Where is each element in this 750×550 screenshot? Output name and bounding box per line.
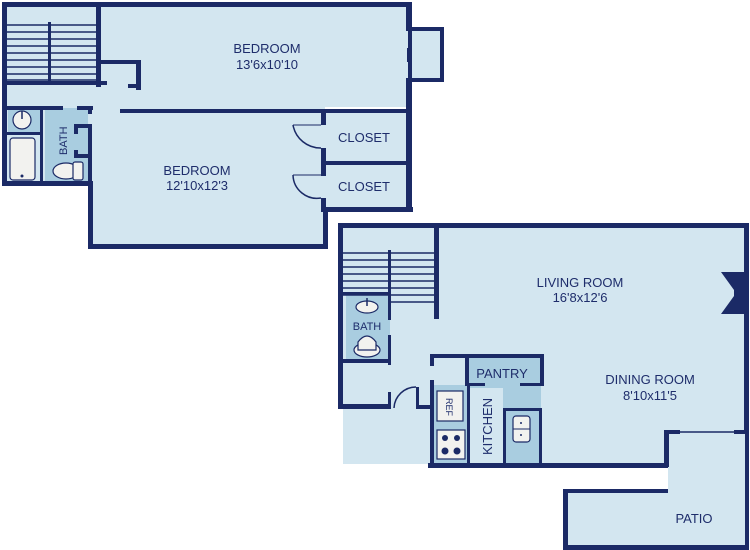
bay-window-area xyxy=(408,28,440,80)
pantry-label: PANTRY xyxy=(476,366,528,381)
living-room-label: LIVING ROOM xyxy=(537,275,624,290)
ref-label: REF xyxy=(444,398,454,417)
closet-2-label: CLOSET xyxy=(338,179,390,194)
bedroom-1-area xyxy=(5,5,408,107)
living-room-size: 16'8x12'6 xyxy=(553,290,608,305)
bedroom-1-size: 13'6x10'10 xyxy=(236,57,298,72)
living-dining-area xyxy=(343,227,745,464)
stove-icon xyxy=(436,429,466,460)
fireplace-icon xyxy=(721,272,744,314)
closet-door-swing xyxy=(292,174,322,200)
stairs-upper xyxy=(7,24,96,81)
refrigerator-icon xyxy=(436,390,464,422)
upper-bath-label: BATH xyxy=(58,126,70,155)
bedroom-2-area xyxy=(93,107,325,245)
dining-room-label: DINING ROOM xyxy=(605,372,695,387)
closet-1-label: CLOSET xyxy=(338,130,390,145)
kitchen-label: KITCHEN xyxy=(480,398,495,455)
pantry-area xyxy=(466,358,540,386)
stairs-lower xyxy=(343,252,434,303)
bedroom-2-size: 12'10x12'3 xyxy=(166,178,228,193)
lower-bath-label: BATH xyxy=(353,321,382,333)
patio-label: PATIO xyxy=(675,511,712,526)
bedroom-1-label: BEDROOM xyxy=(233,41,300,56)
dining-room-size: 8'10x11'5 xyxy=(623,388,677,403)
bathtub-icon xyxy=(9,137,36,181)
lower-floor: REF LIVING ROOM 16'8x12'6 DINING ROOM 8'… xyxy=(338,223,749,550)
bedroom-2-label: BEDROOM xyxy=(163,163,230,178)
upper-floor: BEDROOM 13'6x10'10 BEDROOM 12'10x12'3 CL… xyxy=(2,2,444,249)
patio-area-lower xyxy=(567,490,747,547)
entry-door-swing xyxy=(393,386,417,409)
closet-door-swing xyxy=(292,124,322,149)
